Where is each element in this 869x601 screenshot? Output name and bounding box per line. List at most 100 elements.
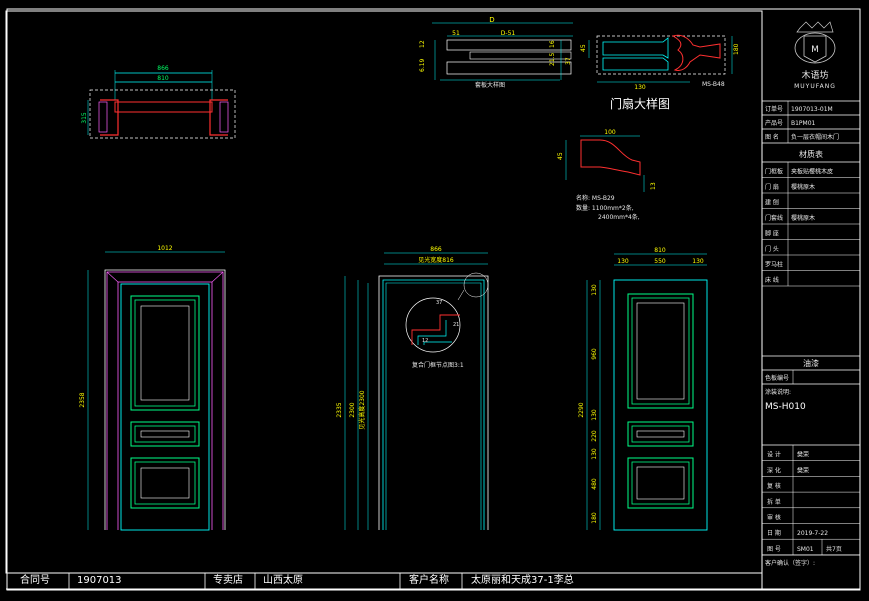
brand-name-en: MUYUFANG — [794, 83, 836, 90]
svg-text:M: M — [811, 45, 819, 55]
brand-logo: M — [794, 21, 836, 64]
customer-value: 太原丽和天成37-1李总 — [471, 575, 574, 586]
elev3-side-dim-6: 480 — [591, 478, 598, 490]
elev3-side-dim-2: 960 — [591, 348, 598, 360]
sign-label: 审 核 — [767, 514, 781, 522]
frame-profile: 180 130 45 MS-B48 门扇大样图 — [580, 34, 740, 111]
elev2-height-label: 见光高度2300 — [358, 390, 366, 429]
frame-profile-code: MS-B48 — [702, 81, 725, 88]
elev3-side-dim-1: 130 — [591, 284, 598, 296]
customer-label: 客户名称 — [409, 575, 449, 586]
sign-value: 樊荣 — [797, 466, 809, 474]
elevation-frame: 866 见光宽度816 37 21 12 复合门框节点图3:1 2335 230… — [336, 246, 489, 530]
product-label: 产品号 — [765, 119, 783, 127]
bottom-info-bar: 合同号 1907013 专卖店 山西太原 客户名称 太原丽和天成37-1李总 — [7, 573, 763, 589]
sign-label: 设 计 — [767, 451, 781, 459]
material-label: 建 刨 — [765, 199, 779, 207]
svg-text:21.5: 21.5 — [549, 52, 556, 66]
contract-label: 合同号 — [20, 575, 50, 586]
elevation-leaf: 810 130 550 130 2290 130 960 130 220 130… — [578, 247, 708, 531]
order-value: 1907013-01M — [791, 106, 833, 113]
moulding-note-1: 名称: MS-B29 — [576, 194, 615, 202]
sign-label: 图 号 — [767, 546, 781, 553]
svg-text:16: 16 — [549, 40, 556, 48]
outer-border — [6, 8, 861, 591]
material-value: 樱桃原木 — [791, 214, 815, 222]
sign-label: 复 核 — [767, 482, 781, 490]
elev3-top-dim-2: 550 — [654, 258, 666, 265]
svg-text:45: 45 — [580, 44, 587, 52]
sign-label: 日 期 — [767, 529, 781, 537]
sign-label: 深 化 — [767, 466, 781, 474]
panel-detail-label: 套板大样图 — [475, 81, 505, 89]
material-value: 夹板贴樱桃木皮 — [791, 168, 833, 176]
elev3-width: 810 — [654, 247, 666, 254]
frame-profile-height: 180 — [733, 43, 740, 55]
sign-extra: 共7页 — [826, 545, 842, 553]
sign-label: 拆 单 — [767, 498, 781, 506]
elev3-top-dim-3: 130 — [692, 258, 704, 265]
name-label: 图 名 — [765, 133, 779, 141]
drawing-frame — [5, 10, 763, 574]
title-block: M 木语坊 MUYUFANG 订单号 1907013-01M 产品号 B1PM0… — [761, 11, 860, 589]
material-label: 罗马柱 — [765, 261, 783, 269]
product-value: B1PM01 — [791, 120, 816, 127]
top-width-outer: 866 — [157, 65, 169, 72]
sign-value: 2019-7-22 — [797, 530, 828, 537]
elev3-side-dim-7: 180 — [591, 512, 598, 524]
leaf-dim-D51: D-51 — [501, 30, 516, 37]
door-detail-title: 门扇大样图 — [610, 96, 670, 111]
material-label: 门框板 — [765, 168, 783, 176]
leaf-dim-D: D — [489, 16, 494, 24]
moulding-width: 100 — [604, 129, 616, 136]
svg-text:12: 12 — [419, 40, 426, 48]
elev2-detail-note: 复合门框节点图3:1 — [412, 361, 464, 369]
elev3-height: 2290 — [578, 402, 585, 417]
elev2-height-outer: 2335 — [336, 402, 343, 417]
moulding-note-3: 2400mm*4条, — [598, 213, 640, 221]
elevation-front-casing: 1012 2358 — [79, 245, 226, 531]
elev3-side-dim-3: 130 — [591, 409, 598, 421]
door-leaf-profile: D 51 D-51 12 6.19 16 21.5 37 套板大样图 — [419, 16, 573, 89]
materials-header: 材质表 — [799, 149, 823, 159]
material-label: 门 扇 — [765, 183, 779, 191]
elev3-side-dim-4: 220 — [591, 430, 598, 442]
elev3-side-dim-5: 130 — [591, 448, 598, 460]
frame-profile-width: 130 — [634, 84, 646, 91]
finish-label: 涂装说明: — [765, 388, 791, 396]
sign-value: 樊荣 — [797, 451, 809, 459]
elev2-detail-dim-37: 37 — [436, 300, 442, 306]
bottom-bar-grid — [68, 573, 463, 589]
elev2-width-outer: 866 — [430, 246, 442, 253]
svg-text:37: 37 — [565, 57, 572, 65]
material-label: 床 线 — [765, 276, 779, 284]
sign-value: SM01 — [797, 546, 814, 553]
name-value: 负一层衣帽间木门 — [791, 133, 839, 141]
material-label: 门 头 — [765, 245, 779, 253]
material-value: 樱桃原木 — [791, 183, 815, 191]
top-width-inner: 810 — [157, 75, 169, 82]
color-label: 色板编号 — [765, 374, 789, 382]
elev1-width: 1012 — [157, 245, 172, 252]
elev2-height-inner: 2300 — [349, 402, 356, 417]
material-label: 门套线 — [765, 214, 783, 222]
elev2-detail-dim-12: 12 — [422, 338, 428, 344]
customer-confirm: 客户确认（签字）: — [765, 559, 815, 567]
paint-header: 油漆 — [803, 358, 819, 368]
store-value: 山西太原 — [263, 575, 303, 586]
elev3-top-dim-1: 130 — [617, 258, 629, 265]
order-label: 订单号 — [765, 105, 783, 113]
brand-name: 木语坊 — [801, 69, 828, 81]
moulding-height: 45 — [557, 152, 564, 160]
moulding-profile: 100 45 13 名称: MS-B29 数量: 1100mm*2条, 2400… — [557, 129, 657, 221]
moulding-small: 13 — [650, 182, 657, 190]
contract-value: 1907013 — [77, 575, 122, 586]
elev1-height: 2358 — [79, 392, 86, 407]
svg-text:6.19: 6.19 — [419, 58, 426, 72]
elev2-width-inner: 见光宽度816 — [418, 256, 454, 264]
moulding-note-2: 数量: 1100mm*2条, — [576, 204, 634, 212]
top-section-view: 866 810 315 — [81, 65, 236, 139]
elev2-detail-dim-21: 21 — [453, 322, 459, 328]
leaf-dim-51: 51 — [452, 30, 460, 37]
